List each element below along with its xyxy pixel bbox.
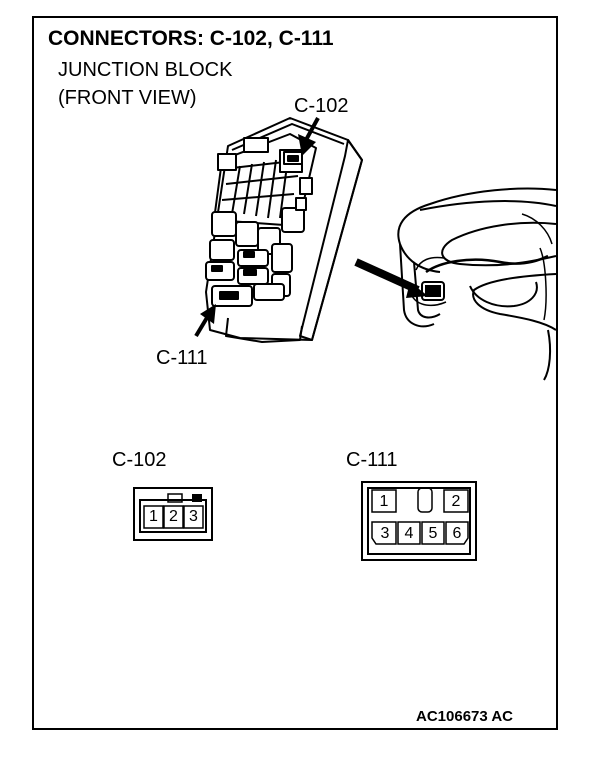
diagram-frame bbox=[32, 16, 558, 730]
location-pointer-arrow bbox=[354, 258, 428, 298]
c102-pin-3: 3 bbox=[189, 508, 198, 525]
c111-connector-face bbox=[361, 481, 477, 561]
c102-connector-face bbox=[133, 487, 213, 541]
vehicle-location-view bbox=[397, 187, 557, 381]
c111-pin-4: 4 bbox=[404, 525, 414, 542]
junction-block-label: JUNCTION BLOCK bbox=[58, 59, 233, 81]
c102-connector-label: C-102 bbox=[112, 449, 167, 471]
c111-pin-6: 6 bbox=[452, 525, 462, 542]
c111-pin-3: 3 bbox=[380, 525, 390, 542]
callout-c102: C-102 bbox=[294, 95, 349, 117]
c111-connector-label: C-111 bbox=[346, 449, 398, 471]
callout-c111: C-111 bbox=[156, 347, 208, 369]
c111-pin-2: 2 bbox=[451, 493, 461, 510]
junction-block-body bbox=[205, 117, 363, 343]
c102-pin-2: 2 bbox=[169, 508, 178, 525]
c102-pin-1: 1 bbox=[149, 508, 158, 525]
c111-pin-5: 5 bbox=[428, 525, 438, 542]
figure-code: AC106673 AC bbox=[416, 708, 513, 725]
c111-pin-1: 1 bbox=[379, 493, 389, 510]
page-title: CONNECTORS: C-102, C-111 bbox=[48, 27, 334, 50]
c102-arrow bbox=[298, 117, 320, 156]
front-view-label: (FRONT VIEW) bbox=[58, 87, 197, 109]
c111-arrow bbox=[194, 304, 216, 338]
